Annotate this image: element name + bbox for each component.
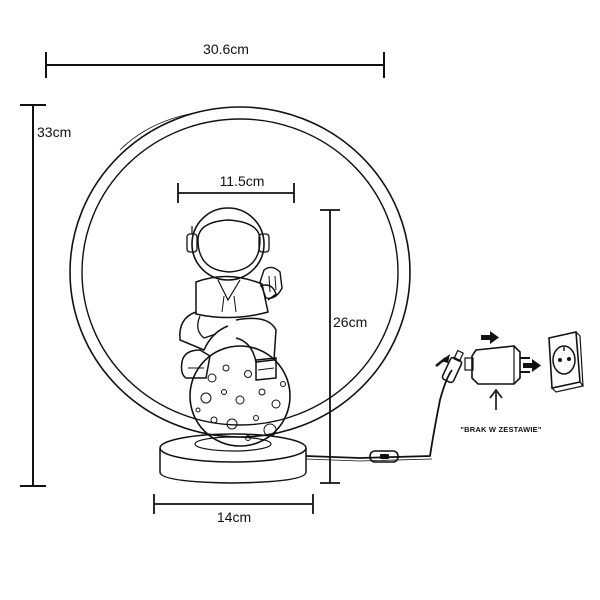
moon-sphere [189, 345, 291, 447]
figure-height-label: 26cm [333, 314, 367, 330]
lamp-base [159, 433, 307, 484]
adapter-not-included-note: "BRAK W ZESTAWIE" [460, 425, 541, 434]
dimension-figure-height: 26cm [320, 209, 367, 484]
arrow-right-to-socket-icon [523, 359, 541, 372]
arrow-right-icon [481, 331, 499, 344]
wall-socket-icon [548, 331, 585, 393]
arrow-icon [435, 354, 450, 367]
usb-power-adapter-icon [464, 345, 530, 385]
figure-width-label: 11.5cm [220, 173, 265, 189]
usb-plug-icon [441, 349, 464, 384]
inline-switch-icon [369, 450, 399, 463]
ring-inner [81, 118, 399, 426]
dimension-base-width: 14cm [153, 494, 314, 525]
ring-outer [69, 106, 411, 438]
astronaut-moon-ring-lamp-icon [69, 106, 411, 484]
arrow-up-icon [489, 388, 503, 410]
astronaut-figure [179, 207, 283, 381]
dimension-total-width: 30.6cm [45, 41, 385, 78]
width-total-label: 30.6cm [203, 41, 249, 57]
base-width-label: 14cm [217, 509, 251, 525]
dimension-figure-width: 11.5cm [177, 173, 295, 203]
power-cable [305, 369, 453, 462]
dimension-total-height: 33cm [20, 104, 71, 487]
height-total-label: 33cm [37, 124, 71, 140]
